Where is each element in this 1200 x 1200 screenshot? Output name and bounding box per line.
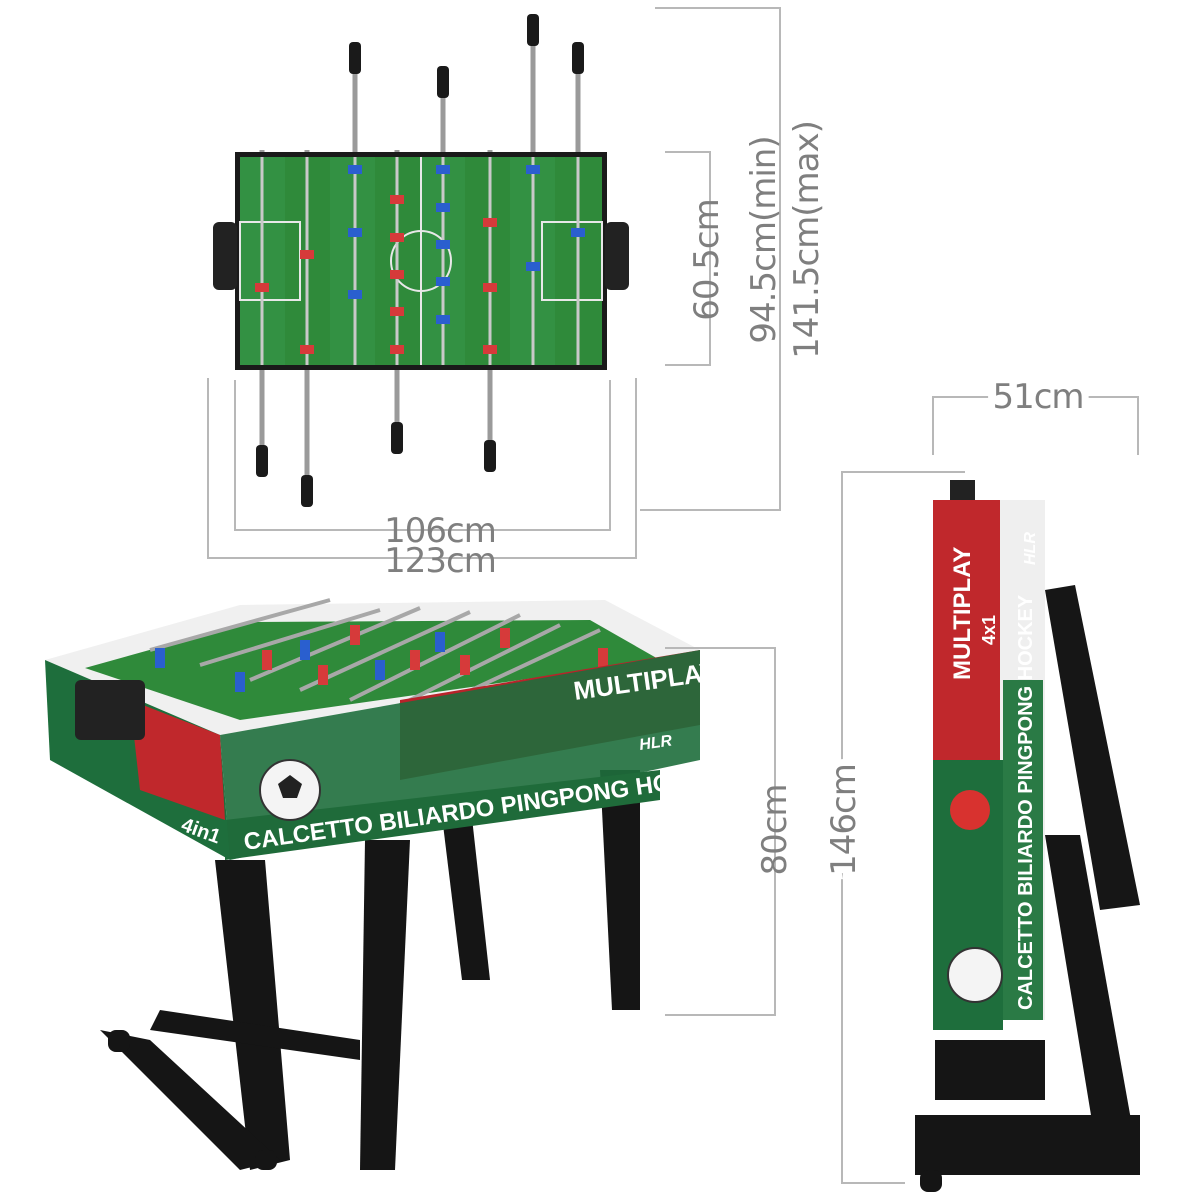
dim-label-146: 146cm — [824, 764, 864, 876]
perspective-players — [155, 625, 608, 692]
dim-label-60-5: 60.5cm — [687, 199, 727, 321]
folded-top-board — [1045, 585, 1140, 910]
legs — [100, 770, 640, 1170]
dim-label-51: 51cm — [992, 377, 1083, 417]
folded-variant-text: 4x1 — [979, 615, 999, 645]
dim-label-106: 106cm — [384, 511, 496, 551]
players-blue — [348, 165, 585, 324]
pitch-rods — [260, 157, 580, 365]
folded-legs — [915, 835, 1140, 1192]
dim-line-146 — [841, 471, 965, 1184]
pitch-lines — [239, 157, 603, 365]
players-red — [255, 195, 497, 354]
folded-product-name: MULTIPLAY — [949, 547, 976, 680]
folded-brand-text: CALCETTO BILIARDO PINGPONG HOCKEY — [1015, 594, 1037, 1010]
perspective-table: CALCETTO BILIARDO PINGPONG HOCKEY MULTIP… — [45, 598, 739, 1170]
dim-line-51 — [932, 396, 1139, 455]
dim-label-123: 123cm — [384, 541, 496, 581]
perspective-rods — [149, 598, 601, 707]
score-box — [75, 680, 145, 740]
left-panel-red — [130, 700, 225, 820]
folded-pingpong-icon — [950, 790, 990, 830]
folded-top-handle — [950, 480, 975, 500]
folded-ball-icon — [947, 947, 1003, 1003]
dim-label-height-max: 141.5cm(max) — [787, 121, 827, 359]
folded-logo-text: HLR — [1022, 532, 1039, 565]
top-view-table — [213, 14, 629, 507]
folded-panel-red — [933, 500, 1003, 760]
folded-table: CALCETTO BILIARDO PINGPONG HOCKEY MULTIP… — [915, 480, 1140, 1192]
front-panel-white-strip — [225, 770, 660, 860]
goal-right — [605, 222, 629, 290]
dim-lines-top — [207, 7, 781, 559]
soccer-ball-patch — [278, 775, 302, 798]
goal-left — [213, 222, 237, 290]
dim-label-80: 80cm — [755, 784, 795, 875]
dim-label-height-min: 94.5cm(min) — [744, 136, 784, 343]
dim-line-80 — [665, 647, 776, 1016]
rod-handles — [256, 14, 584, 507]
folded-panel-green-strip — [1003, 680, 1043, 1020]
logo-text: HLR — [638, 732, 673, 753]
